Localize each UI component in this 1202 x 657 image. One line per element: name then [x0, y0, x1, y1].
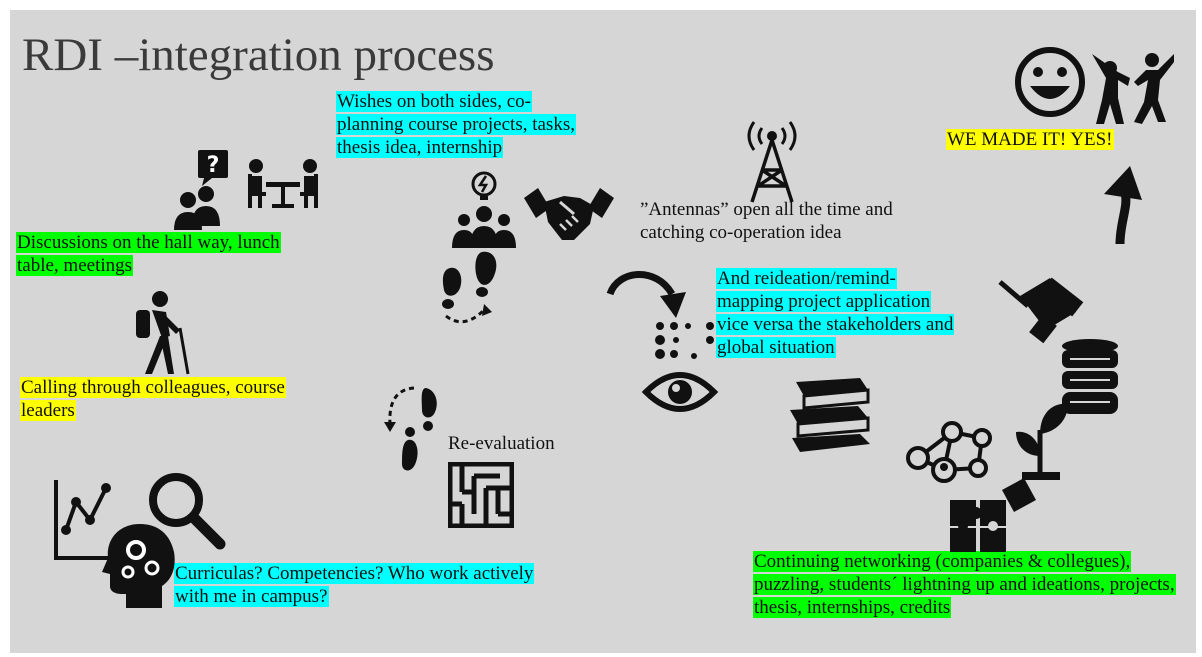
footsteps-icon — [424, 250, 516, 330]
antennas-note: ”Antennas” open all the time and catchin… — [640, 199, 893, 243]
curriculas-note: Curriculas? Competencies? Who work activ… — [174, 563, 535, 607]
slide-title: RDI –integration process — [22, 29, 495, 81]
maze-icon — [448, 462, 514, 528]
made-it-note: WE MADE IT! YES! — [946, 129, 1114, 150]
puzzle-icon — [946, 476, 1038, 554]
eye-dots-icon — [640, 322, 720, 422]
hiker-icon — [130, 290, 192, 376]
curved-arrow-icon — [606, 264, 690, 334]
line-chart-icon — [52, 478, 132, 562]
antenna-icon — [740, 116, 804, 204]
celebrating-people-icon — [1090, 52, 1176, 128]
svg-text:?: ? — [207, 153, 220, 178]
meeting-table-icon — [244, 158, 322, 210]
head-gears-icon — [100, 520, 180, 608]
reideation-note: And reideation/remind-mapping project ap… — [716, 268, 955, 358]
books-icon — [786, 376, 874, 456]
idea-team-icon — [442, 170, 522, 250]
pushpin-icon — [998, 268, 1088, 352]
smiley-icon — [1014, 46, 1086, 118]
database-icon — [1058, 338, 1122, 418]
magnifier-icon — [146, 470, 226, 550]
wishes-note: Wishes on both sides, co-planning course… — [336, 91, 576, 158]
handshake-icon — [524, 184, 614, 246]
question-people-icon: ? — [168, 150, 238, 230]
discussions-note: Discussions on the hall way, lunch table… — [16, 232, 281, 276]
up-arrow-icon — [1090, 160, 1150, 246]
reevaluation-label: Re-evaluation — [448, 433, 555, 454]
footsteps-back-icon — [380, 378, 446, 478]
calling-note: Calling through colleagues, course leade… — [20, 377, 286, 421]
plant-icon — [1014, 400, 1070, 484]
networking-note: Continuing networking (companies & colle… — [753, 551, 1176, 618]
network-icon — [900, 414, 994, 494]
slide: RDI –integration process Wishes on both … — [10, 10, 1196, 653]
